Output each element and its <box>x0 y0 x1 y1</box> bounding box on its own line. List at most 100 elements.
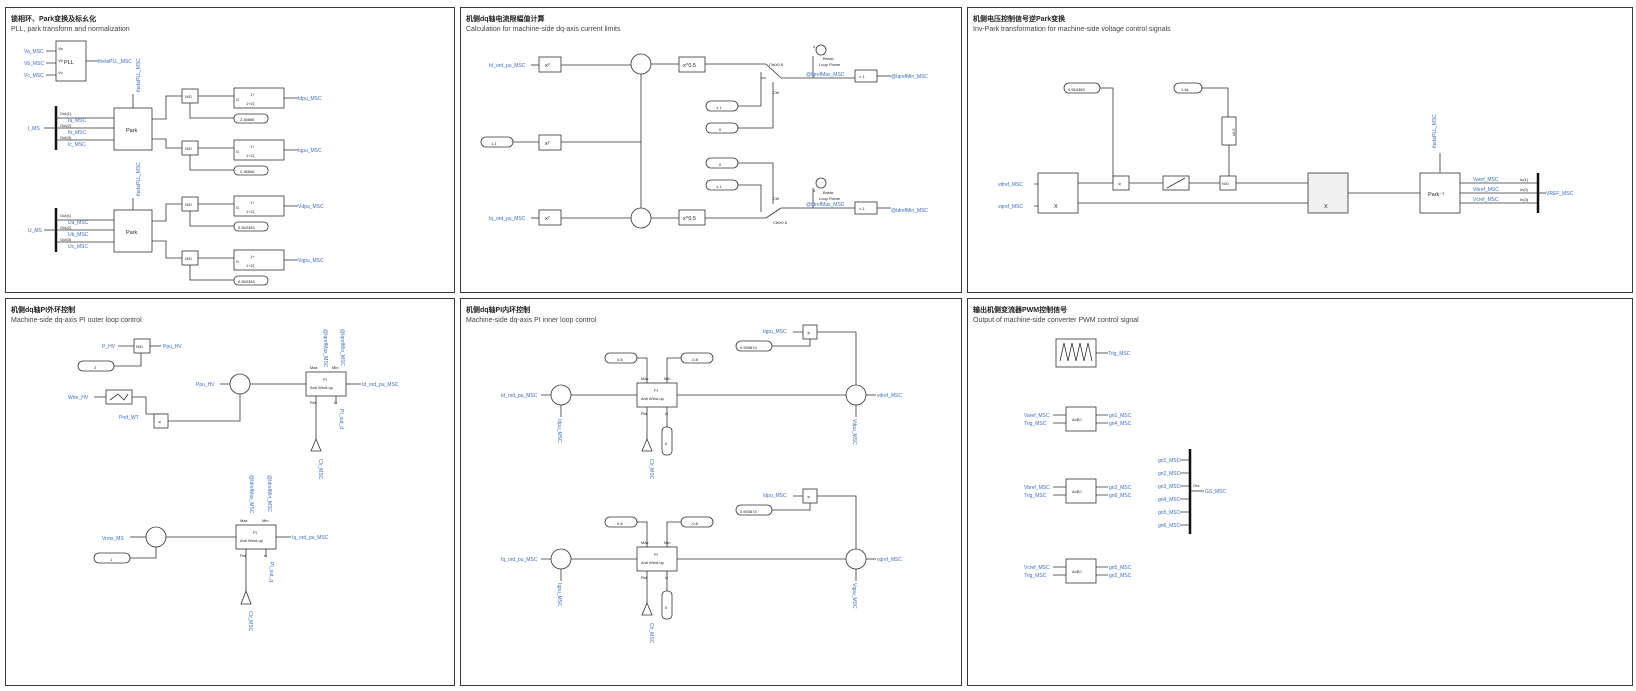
sum-inner-d[interactable] <box>550 384 572 406</box>
square-block-1[interactable] <box>538 56 562 73</box>
break-loop-1[interactable] <box>815 44 827 56</box>
sum-inner-q[interactable] <box>550 548 572 570</box>
const-1[interactable] <box>233 113 269 124</box>
park-block-top[interactable] <box>113 107 153 151</box>
svg-text:1+2ζ: 1+2ζ <box>246 101 255 106</box>
svg-text:Trig_MSC: Trig_MSC <box>1024 421 1047 427</box>
pll-block[interactable] <box>55 40 87 82</box>
panel-inv-park: 机侧电压控制信号逆Park变换 Inv-Park transformation … <box>967 7 1633 293</box>
svg-text:×-1: ×-1 <box>859 206 866 211</box>
svg-text:thetaPLL_MSC: thetaPLL_MSC <box>136 58 142 92</box>
const-c[interactable] <box>705 157 739 169</box>
svg-text:1.1: 1.1 <box>716 184 722 189</box>
svg-text:0.563383: 0.563383 <box>238 225 255 230</box>
svg-text:Ua_MSC: Ua_MSC <box>68 220 89 226</box>
panel-subtitle: Inv-Park transformation for machine-side… <box>973 26 1171 33</box>
svg-text:×: × <box>807 495 810 501</box>
svg-text:PI: PI <box>654 388 658 393</box>
svg-text:gn4_MSC: gn4_MSC <box>1109 421 1132 427</box>
sum-outer-1[interactable] <box>229 373 251 395</box>
const-d[interactable] <box>705 179 739 191</box>
sig-iq-ord: Iq_ord_pu_MSC <box>489 216 526 222</box>
svg-text:Out(3): Out(3) <box>60 135 72 140</box>
pi-inner-q[interactable] <box>636 546 678 572</box>
park-block-bottom[interactable] <box>113 209 153 253</box>
const-1-1[interactable] <box>480 136 514 148</box>
square-block-3[interactable] <box>538 209 562 226</box>
svg-text:X: X <box>1324 204 1328 210</box>
lookup-block[interactable] <box>105 389 133 405</box>
svg-text:Anti Wind-up: Anti Wind-up <box>310 385 334 390</box>
svg-text:Break: Break <box>823 56 833 61</box>
const-4[interactable] <box>233 275 269 286</box>
svg-text:Idpu_MSC: Idpu_MSC <box>763 493 787 499</box>
svg-text:Iqpu_MSC: Iqpu_MSC <box>556 583 562 607</box>
panel-subtitle: Calculation for machine-side dq-axis cur… <box>466 26 621 33</box>
svg-text:Iqpu_MSC: Iqpu_MSC <box>298 148 322 154</box>
svg-text:Max: Max <box>641 376 649 381</box>
filter-block-4[interactable] <box>233 249 285 271</box>
break-loop-2[interactable] <box>815 177 827 189</box>
svg-text:N/D: N/D <box>185 146 192 151</box>
svg-text:Anti Wind-up: Anti Wind-up <box>641 396 665 401</box>
clear-triangle-1[interactable] <box>310 437 322 452</box>
ic-const-q[interactable] <box>661 590 673 620</box>
sum-out-q[interactable] <box>845 548 867 570</box>
filter-block-1[interactable] <box>233 87 285 109</box>
svg-text:gn3_MSC: gn3_MSC <box>1158 484 1181 490</box>
sig-u-bus: U_MS <box>28 228 43 234</box>
svg-text:0: 0 <box>719 162 722 167</box>
sum-block-1[interactable] <box>630 53 652 75</box>
sum-out-d[interactable] <box>845 384 867 406</box>
sum-block-2[interactable] <box>630 207 652 229</box>
svg-text:Idpu_MSC: Idpu_MSC <box>556 419 562 443</box>
comparator-c[interactable] <box>1065 558 1097 584</box>
clear-triangle-2[interactable] <box>240 589 252 605</box>
pi-block-1[interactable] <box>305 371 347 397</box>
svg-text:gn6_MSC: gn6_MSC <box>1109 493 1132 499</box>
svg-text:Ic: Ic <box>665 575 668 580</box>
triangle-wave-block[interactable] <box>1055 338 1097 368</box>
sum-outer-2[interactable] <box>145 526 167 548</box>
svg-text:x²: x² <box>545 141 550 147</box>
svg-text:Out(3): Out(3) <box>60 237 72 242</box>
panel-subtitle: Output of machine-side converter PWM con… <box>973 317 1139 324</box>
svg-text:Min: Min <box>664 376 670 381</box>
polar-xy-block[interactable] <box>1307 172 1349 214</box>
const-a[interactable] <box>705 100 739 112</box>
svg-text:Iq_ord_pu_MSC: Iq_ord_pu_MSC <box>292 535 329 541</box>
const-b[interactable] <box>705 122 739 134</box>
sqrt-block-1[interactable] <box>678 56 706 73</box>
ic-const-d[interactable] <box>661 426 673 456</box>
filter-block-3[interactable] <box>233 195 285 217</box>
svg-text:0.8: 0.8 <box>617 521 623 526</box>
svg-text:PI: PI <box>654 552 658 557</box>
clear-tri-q[interactable] <box>641 601 653 616</box>
filter-block-2[interactable] <box>233 139 285 161</box>
comparator-a[interactable] <box>1065 406 1097 432</box>
const-2[interactable] <box>233 165 269 176</box>
clear-tri-d[interactable] <box>641 437 653 452</box>
svg-text:2: 2 <box>94 365 97 370</box>
svg-text:Ib_MSC: Ib_MSC <box>68 130 86 136</box>
svg-text:×: × <box>1118 182 1121 188</box>
xy-polar-block[interactable] <box>1037 172 1079 214</box>
svg-text:Ppu_HV: Ppu_HV <box>196 382 215 388</box>
svg-text:G: G <box>236 149 239 154</box>
sig-vb: Vb_MSC <box>24 61 44 67</box>
square-block-2[interactable] <box>538 134 562 151</box>
const-3[interactable] <box>233 221 269 232</box>
inv-park-block[interactable] <box>1419 172 1461 214</box>
pi-block-2[interactable] <box>235 524 277 550</box>
pi-inner-d[interactable] <box>636 382 678 408</box>
comparator-b[interactable] <box>1065 478 1097 504</box>
svg-text:1.4s: 1.4s <box>1181 87 1189 92</box>
svg-text:@IdrefMax_MSC: @IdrefMax_MSC <box>806 202 845 208</box>
svg-text:1+: 1+ <box>250 144 255 149</box>
sqrt-block-2[interactable] <box>678 209 706 226</box>
svg-text:thetaPLL_MSC: thetaPLL_MSC <box>1432 114 1438 148</box>
sig-theta-out: thetaPLL_MSC <box>98 59 132 65</box>
pll-port-va: Va <box>58 46 63 51</box>
panel-current-limits: 机侧dq轴电流限幅值计算 Calculation for machine-sid… <box>460 7 962 293</box>
svg-text:×-1: ×-1 <box>859 74 866 79</box>
